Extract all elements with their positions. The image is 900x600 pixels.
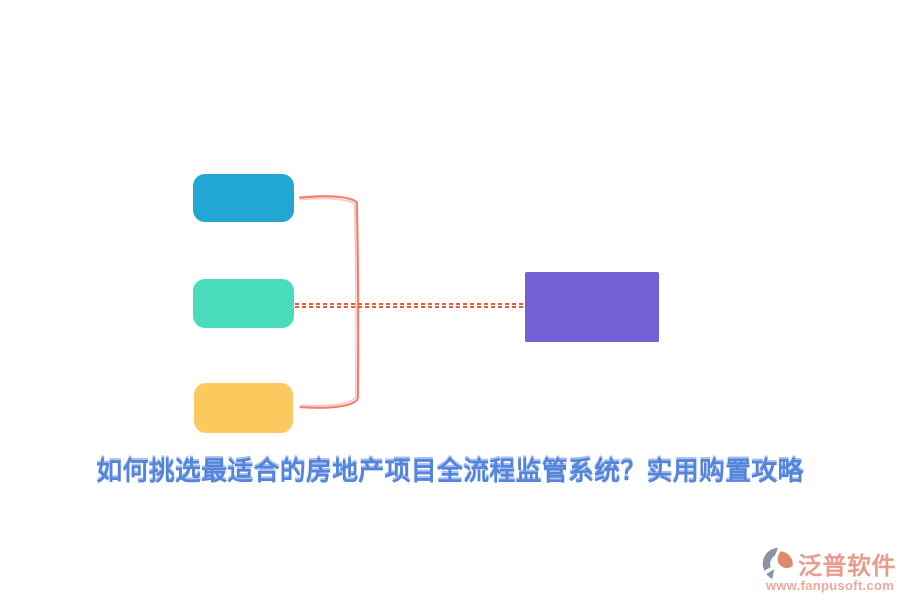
dash-row-bottom (295, 306, 525, 308)
watermark: 泛普软件 www.fanpusoft.com (762, 546, 898, 593)
dashed-connector (295, 303, 525, 308)
fanpu-logo-icon (762, 547, 793, 579)
article-title: 如何挑选最适合的房地产项目全流程监管系统？实用购置攻略 (96, 456, 804, 486)
diagram-box-2 (193, 279, 294, 328)
logo-accent-leaf (777, 550, 793, 568)
logo-gray-crescent (762, 547, 779, 571)
diagram-box-result (525, 272, 659, 342)
brand-url: www.fanpusoft.com (765, 578, 895, 593)
diagram-box-1 (193, 174, 294, 222)
brand-name: 泛普软件 (798, 553, 896, 580)
logo-gray-wedge (766, 568, 775, 579)
diagram-box-3 (194, 383, 293, 433)
watermark-brand-row: 泛普软件 (762, 546, 898, 581)
bracket-line (298, 195, 360, 409)
dash-row-top (295, 303, 525, 305)
